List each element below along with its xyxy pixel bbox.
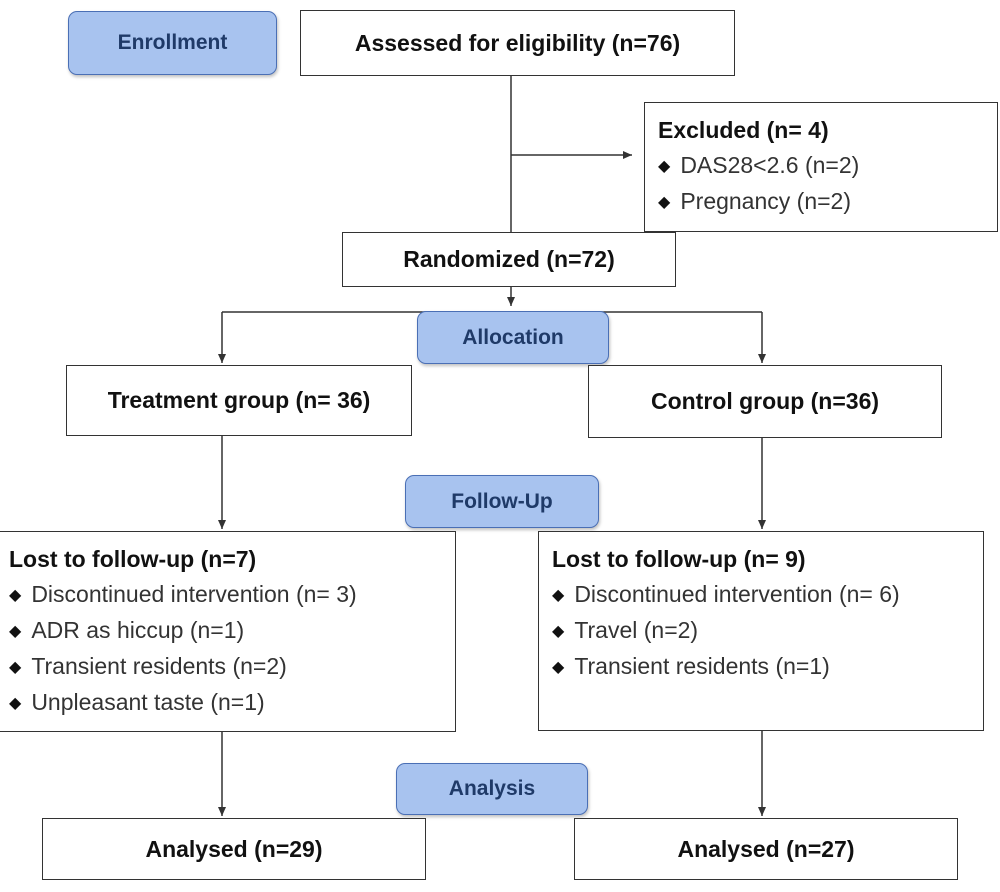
diamond-bullet-icon: ◆ xyxy=(658,158,671,175)
list-item: ◆Discontinued intervention (n= 3) xyxy=(9,581,357,607)
analysed-control-label: Analysed (n=27) xyxy=(677,835,855,862)
list-item: ◆Transient residents (n=1) xyxy=(552,653,830,679)
analysed-control-box: Analysed (n=27) xyxy=(574,818,958,880)
lost-treatment-list: ◆Discontinued intervention (n= 3) ◆ADR a… xyxy=(9,578,455,722)
lost-control-title: Lost to follow-up (n= 9) xyxy=(552,546,806,572)
treatment-group-box: Treatment group (n= 36) xyxy=(66,365,412,436)
lost-treatment-box: Lost to follow-up (n=7) ◆Discontinued in… xyxy=(0,531,456,732)
randomized-box: Randomized (n=72) xyxy=(342,232,676,287)
lost-control-list: ◆Discontinued intervention (n= 6) ◆Trave… xyxy=(552,578,983,686)
analysed-treatment-label: Analysed (n=29) xyxy=(145,835,323,862)
stage-enrollment: Enrollment xyxy=(68,11,277,75)
list-item: ◆Discontinued intervention (n= 6) xyxy=(552,581,900,607)
stage-follow-up: Follow-Up xyxy=(405,475,599,528)
treatment-group-label: Treatment group (n= 36) xyxy=(107,387,371,413)
diamond-bullet-icon: ◆ xyxy=(9,623,22,640)
diamond-bullet-icon: ◆ xyxy=(552,587,565,604)
list-item: ◆ADR as hiccup (n=1) xyxy=(9,617,245,643)
list-item: ◆Pregnancy (n=2) xyxy=(658,188,851,214)
list-item: ◆Travel (n=2) xyxy=(552,617,699,643)
list-item: ◆Transient residents (n=2) xyxy=(9,653,287,679)
lost-control-box: Lost to follow-up (n= 9) ◆Discontinued i… xyxy=(538,531,984,731)
diamond-bullet-icon: ◆ xyxy=(658,194,671,211)
excluded-list: ◆DAS28<2.6 (n=2) ◆Pregnancy (n=2) xyxy=(658,149,997,221)
list-item: ◆Unpleasant taste (n=1) xyxy=(9,689,265,715)
excluded-title: Excluded (n= 4) xyxy=(658,117,829,143)
excluded-box: Excluded (n= 4) ◆DAS28<2.6 (n=2) ◆Pregna… xyxy=(644,102,998,232)
randomized-label: Randomized (n=72) xyxy=(403,246,615,272)
diamond-bullet-icon: ◆ xyxy=(9,659,22,676)
assessed-label: Assessed for eligibility (n=76) xyxy=(354,29,681,56)
lost-treatment-title: Lost to follow-up (n=7) xyxy=(9,546,257,572)
analysed-treatment-box: Analysed (n=29) xyxy=(42,818,426,880)
diamond-bullet-icon: ◆ xyxy=(9,587,22,604)
diamond-bullet-icon: ◆ xyxy=(9,695,22,712)
list-item: ◆DAS28<2.6 (n=2) xyxy=(658,152,860,178)
control-group-label: Control group (n=36) xyxy=(650,388,880,414)
stage-analysis: Analysis xyxy=(396,763,588,815)
diamond-bullet-icon: ◆ xyxy=(552,659,565,676)
assessed-box: Assessed for eligibility (n=76) xyxy=(300,10,735,76)
control-group-box: Control group (n=36) xyxy=(588,365,942,438)
stage-allocation: Allocation xyxy=(417,311,609,364)
diamond-bullet-icon: ◆ xyxy=(552,623,565,640)
